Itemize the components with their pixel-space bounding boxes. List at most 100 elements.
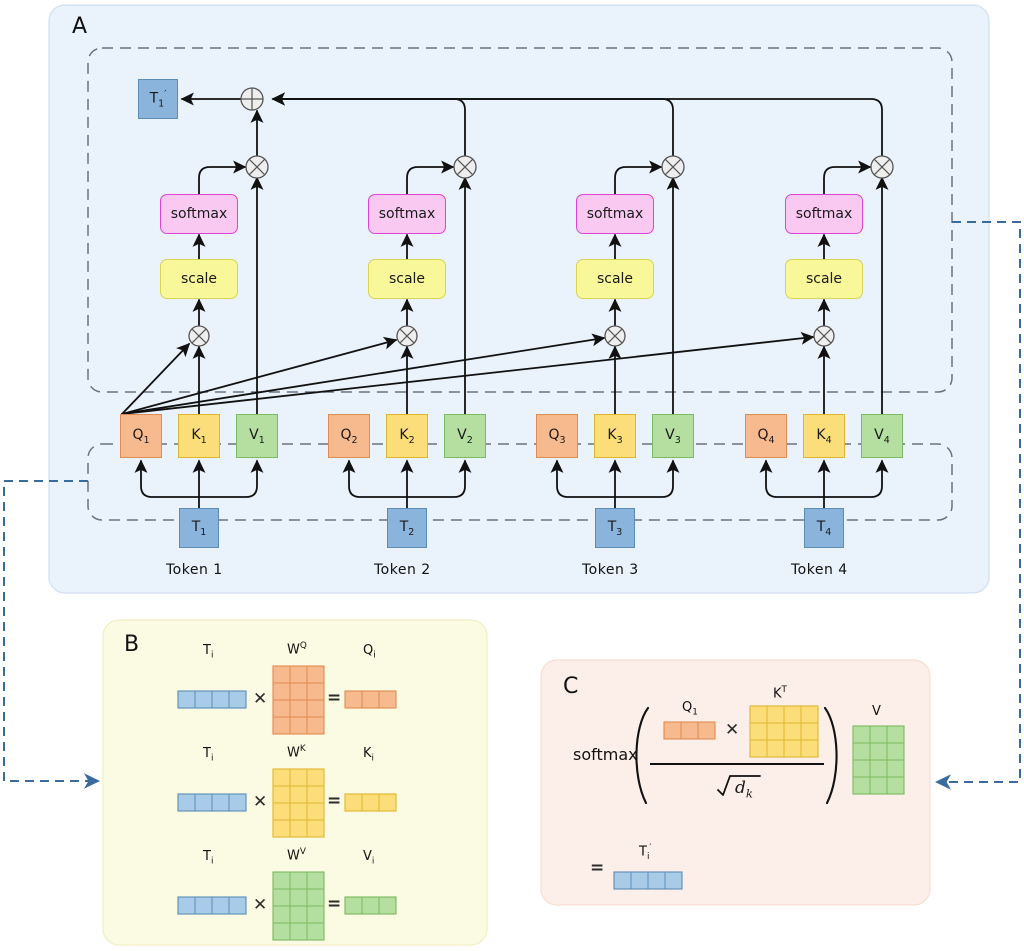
label-result-c-text: T [639, 844, 647, 860]
multiply-node-dot-3 [604, 325, 626, 347]
matrix-weight-wk-b2 [272, 768, 325, 838]
label-output-b2-sub: i [371, 753, 374, 764]
token-caption-4: Token 4 [791, 562, 848, 578]
key-label-2: K [399, 426, 409, 443]
label-kt-c: KT [773, 685, 787, 701]
token-block-1[interactable]: T1 [179, 508, 219, 548]
denominator-c-text: d [735, 778, 746, 798]
attention-dashed-box [87, 47, 953, 393]
label-result-c-sub: i [646, 851, 650, 862]
value-label-2: V [457, 426, 467, 443]
value-block-3[interactable]: V3 [652, 414, 694, 458]
matrix-input-vector-b3 [177, 896, 247, 915]
matrix-output-k-b2 [344, 793, 397, 812]
panel-a-letter: A [72, 14, 88, 39]
multiply-node-dot-4 [813, 325, 835, 347]
arrow-softmax1-to-wmul1 [198, 160, 247, 195]
scale-block-4[interactable]: scale [785, 259, 863, 299]
label-input-b1: Ti [203, 643, 213, 661]
right-paren-c [823, 706, 838, 805]
value-label-3: V [665, 426, 675, 443]
multiply-node-weight-2 [453, 155, 477, 179]
scale-label-4: scale [805, 271, 843, 287]
multiply-node-weight-3 [661, 155, 685, 179]
multiply-node-dot-2 [396, 325, 418, 347]
key-block-4[interactable]: K4 [803, 414, 845, 458]
value-sub-2: 2 [466, 434, 473, 446]
softmax-block-4[interactable]: softmax [785, 194, 863, 234]
query-block-1[interactable]: Q1 [120, 414, 162, 458]
label-q1-c-sub: 1 [692, 707, 698, 718]
multiply-node-weight-4 [870, 155, 894, 179]
output-token-sub: 1 [158, 98, 165, 110]
left-paren-c [635, 706, 650, 805]
token-block-3[interactable]: T3 [595, 508, 635, 548]
matrix-output-q-b1 [344, 690, 397, 709]
key-sub-4: 4 [825, 434, 832, 446]
value-block-4[interactable]: V4 [861, 414, 903, 458]
key-sub-1: 1 [200, 434, 207, 446]
radical-sign-c [717, 775, 761, 796]
scale-block-2[interactable]: scale [368, 259, 446, 299]
value-block-1[interactable]: V1 [236, 414, 278, 458]
query-block-3[interactable]: Q3 [536, 414, 578, 458]
token-block-4[interactable]: T4 [804, 508, 844, 548]
token-label-1: T [191, 518, 201, 535]
token-sub-1: 1 [200, 526, 207, 538]
label-input-b1-text: T [203, 643, 211, 658]
softmax-label-4: softmax [795, 206, 853, 222]
value-block-2[interactable]: V2 [444, 414, 486, 458]
query-block-2[interactable]: Q2 [328, 414, 370, 458]
key-block-1[interactable]: K1 [178, 414, 220, 458]
arrow-t1-to-v1 [198, 459, 264, 498]
value-label-1: V [249, 426, 259, 443]
softmax-block-2[interactable]: softmax [368, 194, 446, 234]
equals-operator-b3: = [327, 894, 342, 914]
times-operator-c: ✕ [725, 720, 740, 740]
key-label-1: K [191, 426, 201, 443]
matrix-weight-wq-b1 [272, 665, 325, 735]
value-sub-4: 4 [883, 434, 890, 446]
output-token-block: T1′ [138, 79, 178, 119]
label-v-c: V [872, 704, 881, 719]
scale-block-3[interactable]: scale [576, 259, 654, 299]
query-sub-1: 1 [143, 434, 150, 446]
token-caption-2: Token 2 [374, 562, 431, 578]
sum-node-circle [240, 87, 264, 111]
arrow-q1-to-mul3 [121, 333, 606, 415]
key-block-3[interactable]: K3 [594, 414, 636, 458]
key-block-2[interactable]: K2 [386, 414, 428, 458]
arrow-t3-to-v3 [614, 459, 680, 498]
matrix-input-vector-b1 [177, 690, 247, 709]
matrix-result-c [613, 871, 683, 890]
label-kt-c-sup: T [781, 685, 787, 695]
label-weight-b1: WQ [287, 641, 307, 657]
label-kt-c-text: K [773, 686, 782, 702]
arrow-q1-to-mul4 [121, 331, 815, 415]
softmax-label-2: softmax [378, 206, 436, 222]
key-sub-3: 3 [616, 434, 623, 446]
matrix-v-c [852, 725, 905, 795]
query-block-4[interactable]: Q4 [745, 414, 787, 458]
token-block-2[interactable]: T2 [387, 508, 427, 548]
arrow-softmax4-to-wmul4 [823, 160, 872, 195]
label-result-c-prime: ′ [649, 843, 652, 853]
value-sub-3: 3 [674, 434, 681, 446]
arrow-t4-to-v4 [823, 459, 889, 498]
operator-nodes [188, 87, 894, 347]
scale-label-2: scale [388, 271, 426, 287]
value-sub-1: 1 [258, 434, 265, 446]
label-output-b2-text: K [363, 746, 372, 761]
softmax-block-3[interactable]: softmax [576, 194, 654, 234]
matrix-input-vector-b2 [177, 793, 247, 812]
softmax-label-3: softmax [586, 206, 644, 222]
token-sub-4: 4 [825, 526, 832, 538]
connector-a-to-c [935, 221, 1021, 790]
key-sub-2: 2 [408, 434, 415, 446]
scale-block-1[interactable]: scale [160, 259, 238, 299]
softmax-block-1[interactable]: softmax [160, 194, 238, 234]
softmax-label-1: softmax [170, 206, 228, 222]
